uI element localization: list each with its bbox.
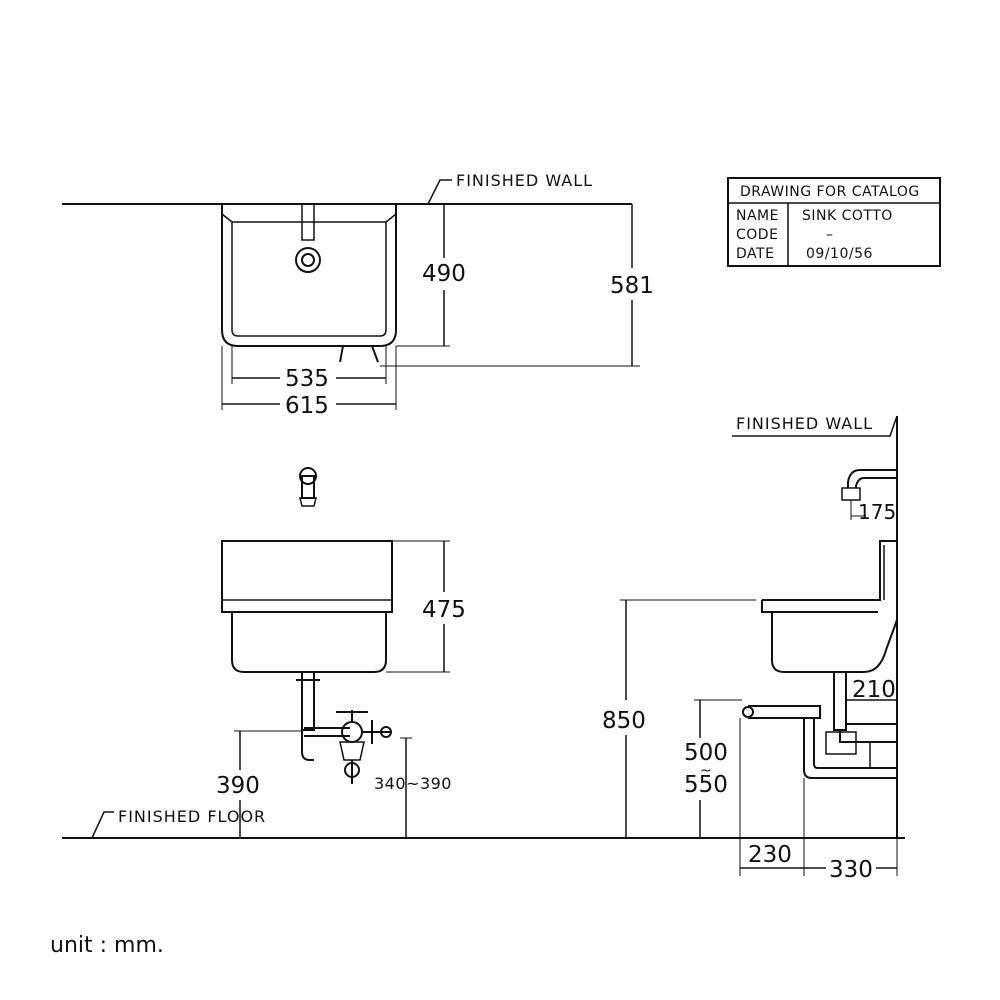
title-block-date-value: 09/10/56 [806,246,873,262]
top-view: FINISHED WALL 490 581 535 615 [62,171,654,419]
dim-top-535: 535 [285,366,329,392]
finished-wall-top-label: FINISHED WALL [456,171,593,190]
dim-side-330: 330 [829,857,873,883]
title-block-code-value: – [826,227,834,243]
dim-side-230: 230 [748,842,792,868]
dim-top-581: 581 [610,273,654,299]
dim-front-475: 475 [422,597,466,623]
title-block-name-value: SINK COTTO [802,208,893,224]
title-block-date-key: DATE [736,246,774,262]
title-block-name-key: NAME [736,208,779,224]
dim-side-550: 550 [684,772,728,798]
title-block-heading: DRAWING FOR CATALOG [740,184,920,200]
title-block: DRAWING FOR CATALOG NAME SINK COTTO CODE… [727,177,941,267]
finished-wall-side-label: FINISHED WALL [736,414,873,433]
front-view: 475 FINISHED FLOOR 390 340~390 [62,467,905,839]
dim-side-850: 850 [602,708,646,734]
dim-side-tilde: ~ [700,763,712,779]
finished-floor-label: FINISHED FLOOR [118,807,266,826]
unit-note: unit : mm. [50,933,164,958]
dim-side-175: 175 [858,500,896,524]
dim-front-390: 390 [216,773,260,799]
dim-front-340-390: 340~390 [374,774,452,793]
dim-side-210: 210 [852,677,896,703]
dim-side-500: 500 [684,740,728,766]
title-block-code-key: CODE [736,227,778,243]
dim-top-615: 615 [285,393,329,419]
side-view: FINISHED WALL 175 850 210 [602,414,898,883]
dim-top-490: 490 [422,261,466,287]
